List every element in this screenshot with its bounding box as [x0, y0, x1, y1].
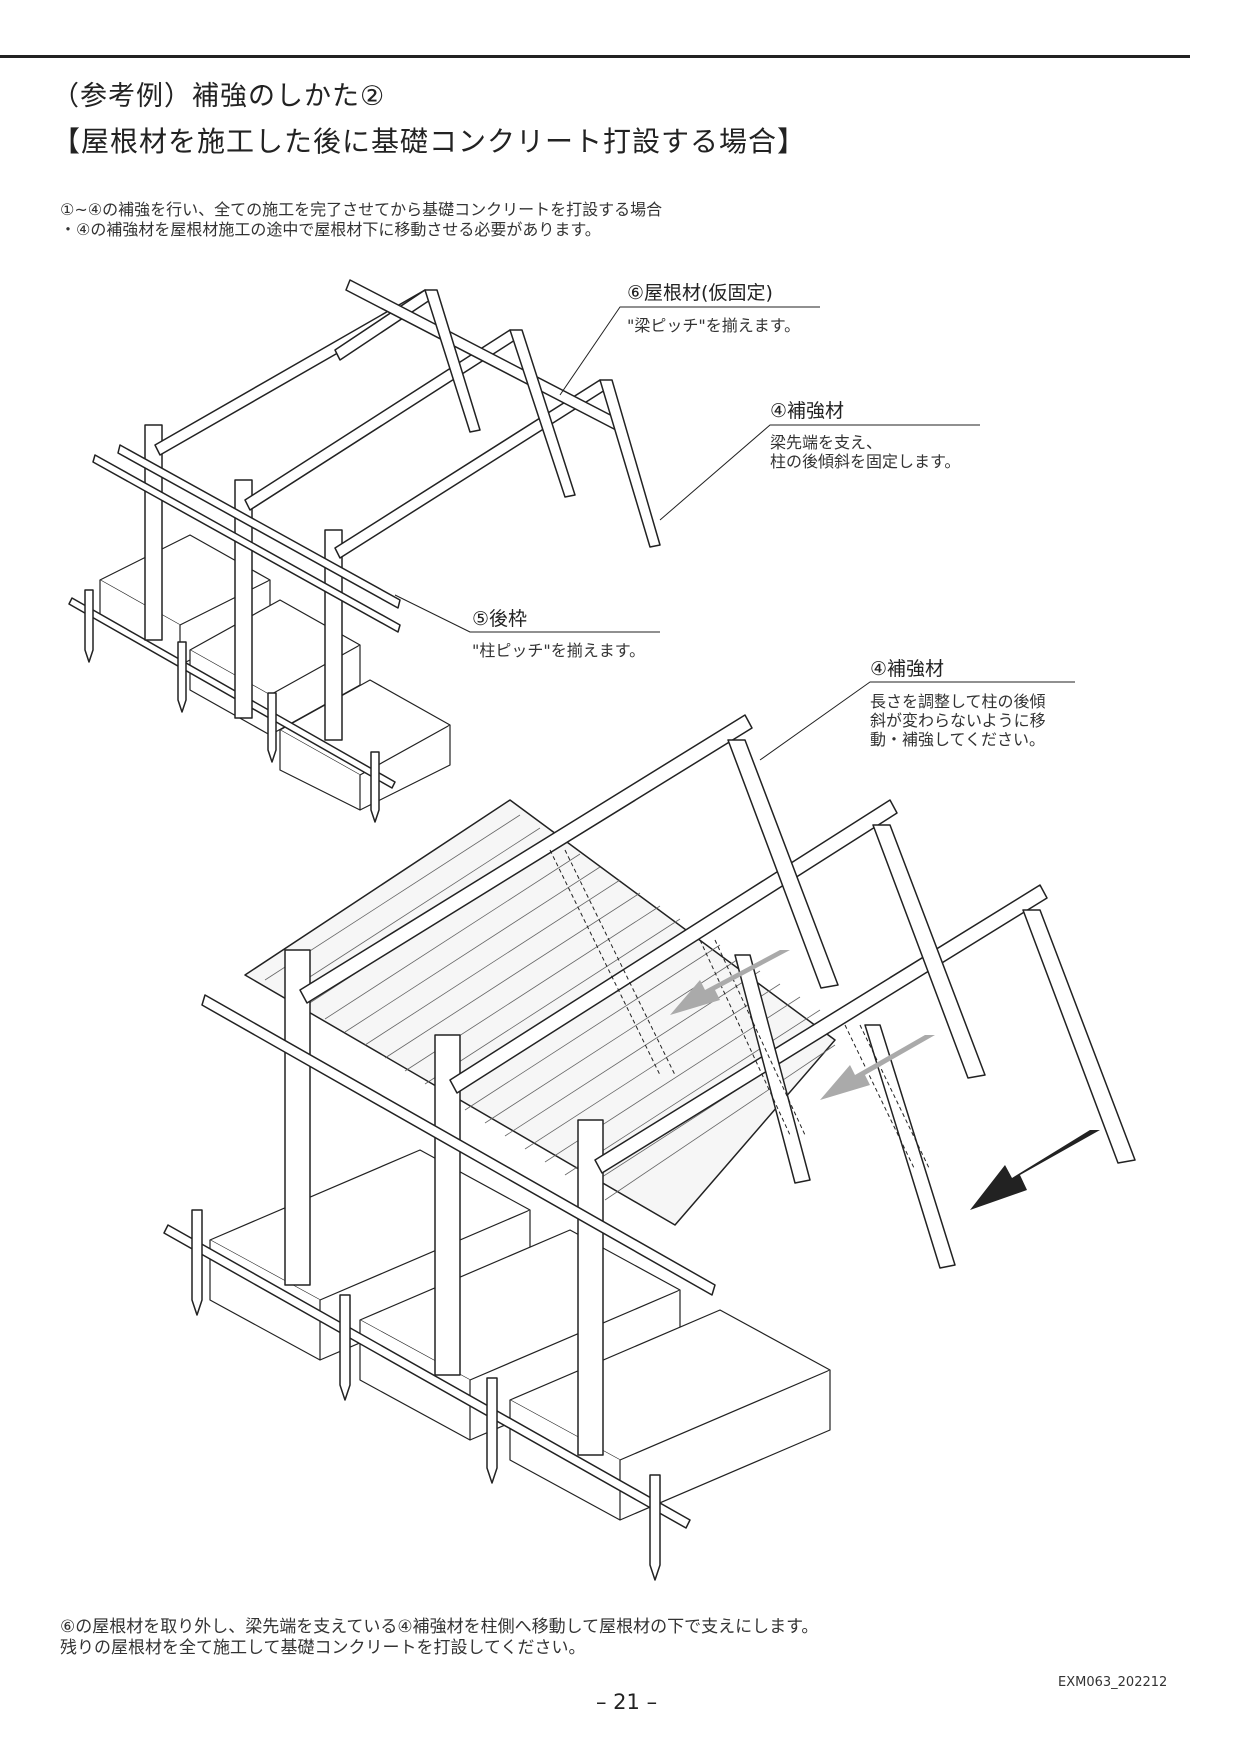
note-line: "柱ピッチ"を揃えます。	[472, 641, 646, 660]
footer-line: ⑥の屋根材を取り外し、梁先端を支えている④補強材を柱側へ移動して屋根材の下で支え…	[60, 1617, 819, 1637]
intro-line: ・④の補強材を屋根材施工の途中で屋根材下に移動させる必要があります。	[60, 220, 601, 239]
page-number: – 21 –	[596, 1690, 658, 1714]
move-arrows	[670, 950, 1100, 1210]
intro-line: ①~④の補強を行い、全ての施工を完了させてから基礎コンクリートを打設する場合	[60, 200, 663, 219]
intro-text: ①~④の補強を行い、全ての施工を完了させてから基礎コンクリートを打設する場合 ・…	[60, 200, 662, 240]
note-line: 柱の後傾斜を固定します。	[770, 452, 961, 471]
bottom-illustration	[163, 714, 1136, 1581]
rear-frame	[201, 994, 716, 1296]
relocated-braces	[549, 849, 931, 1171]
callout-brace-top-label: ④補強材	[770, 400, 845, 422]
beams	[154, 289, 606, 559]
rear-frame	[92, 454, 401, 633]
section-subtitle: 【屋根材を施工した後に基礎コンクリート打設する場合】	[52, 125, 807, 158]
note-line: 動・補強してください。	[870, 730, 1046, 749]
roof-panels	[244, 799, 836, 1226]
note-line: 斜が変わらないように移	[870, 711, 1046, 730]
callout-brace-bottom-label: ④補強材	[870, 658, 945, 680]
note-line: 長さを調整して柱の後傾	[870, 692, 1046, 711]
note-line: "梁ピッチ"を揃えます。	[627, 316, 801, 335]
braces	[727, 739, 1136, 1269]
callout-roof-label: ⑥屋根材(仮固定)	[627, 282, 773, 304]
leader-line-bottom	[759, 681, 1075, 761]
braces	[424, 289, 661, 548]
footer-text: ⑥の屋根材を取り外し、梁先端を支えている④補強材を柱側へ移動して屋根材の下で支え…	[60, 1617, 818, 1659]
stake-line	[163, 1209, 691, 1581]
callout-roof-note: "梁ピッチ"を揃えます。	[627, 316, 800, 335]
top-illustration	[68, 279, 661, 823]
document-code: EXM063_202212	[1058, 1675, 1168, 1690]
leader-lines-top	[394, 306, 980, 633]
callout-brace-top-note: 梁先端を支え、 柱の後傾斜を固定します。	[770, 433, 960, 471]
note-line: 梁先端を支え、	[770, 433, 883, 452]
header-rule	[0, 55, 1190, 58]
section-title: （参考例）補強のしかた②	[52, 81, 386, 112]
callout-rear-frame-label: ⑤後枠	[472, 608, 528, 630]
posts	[284, 949, 604, 1456]
callout-rear-frame-note: "柱ピッチ"を揃えます。	[472, 641, 645, 660]
callout-brace-bottom-note: 長さを調整して柱の後傾 斜が変わらないように移 動・補強してください。	[870, 692, 1046, 749]
stake-line	[68, 589, 396, 823]
footer-line: 残りの屋根材を全て施工して基礎コンクリートを打設してください。	[60, 1638, 586, 1658]
roof-material-temp	[345, 279, 621, 431]
